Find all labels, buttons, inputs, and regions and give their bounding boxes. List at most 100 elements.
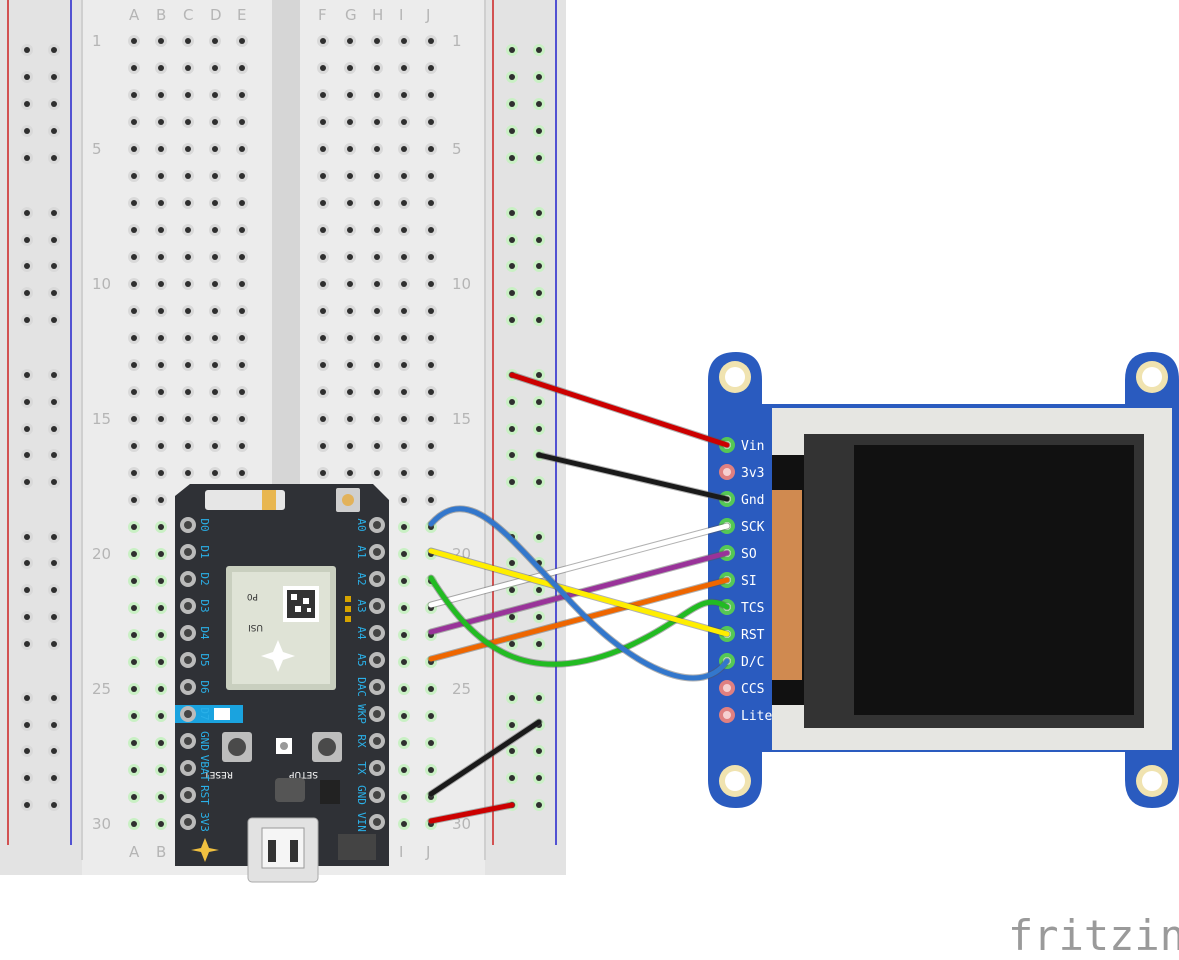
breadboard-hole-center [239,227,245,233]
breadboard-hole-center [212,254,218,260]
rail-hole-center [536,614,542,620]
setup-label: SETUP [289,769,318,779]
photon-pin-label-D5: D5 [198,653,211,666]
breadboard [0,0,566,875]
bottom-column-label-J: J [425,843,430,861]
breadboard-hole-center [131,578,137,584]
rail-hole-center [51,452,57,458]
breadboard-hole-center [131,794,137,800]
rail-hole-center [24,155,30,161]
wires [427,371,731,825]
breadboard-hole-center [185,470,191,476]
gnd-wire [536,452,730,502]
breadboard-hole-center [401,119,407,125]
breadboard-hole-center [374,308,380,314]
rail-hole-center [509,479,515,485]
rail-hole-center [24,74,30,80]
breadboard-hole-center [158,632,164,638]
breadboard-hole-center [374,200,380,206]
breadboard-hole-center [212,281,218,287]
rail-hole-center [24,722,30,728]
photon-pin-label-A4: A4 [355,626,368,640]
rail-hole-center [24,317,30,323]
rail-hole-center [24,560,30,566]
breadboard-hole-center [347,38,353,44]
breadboard-hole-center [347,416,353,422]
breadboard-hole-center [347,281,353,287]
breadboard-hole-center [428,470,434,476]
breadboard-hole-center [212,200,218,206]
breadboard-hole-center [320,173,326,179]
photon-pin-label-D3: D3 [198,599,211,612]
rail-hole-center [51,74,57,80]
breadboard-hole-center [158,443,164,449]
column-label-B: B [156,6,166,24]
breadboard-hole-center [212,443,218,449]
column-label-F: F [318,6,327,24]
photon-pin-label-D0: D0 [198,518,211,531]
breadboard-hole-center [374,119,380,125]
breadboard-hole-center [239,173,245,179]
breadboard-hole-center [239,281,245,287]
rail-hole-center [51,479,57,485]
breadboard-hole-center [212,362,218,368]
photon-pin-label-VIN: VIN [355,812,368,832]
rail-hole-center [509,748,515,754]
photon-pin-label-A2: A2 [355,572,368,585]
breadboard-hole-center [131,740,137,746]
breadboard-hole-center [131,362,137,368]
breadboard-hole-center [374,281,380,287]
rail-hole-center [24,748,30,754]
breadboard-hole-center [131,173,137,179]
rail-hole-center [24,237,30,243]
breadboard-hole-center [158,389,164,395]
breadboard-hole-center [158,605,164,611]
breadboard-hole-center [374,416,380,422]
breadboard-hole-center [320,38,326,44]
breadboard-hole-center [158,362,164,368]
breadboard-hole-center [401,254,407,260]
breadboard-hole-center [401,38,407,44]
breadboard-hole-center [185,389,191,395]
breadboard-hole-center [401,659,407,665]
rail-hole-center [536,101,542,107]
rail-hole-center [509,317,515,323]
breadboard-hole-center [131,470,137,476]
photon-pin-label-D4: D4 [198,626,211,640]
photon-pin-label-DAC: DAC [355,677,368,697]
breadboard-hole-center [158,551,164,557]
breadboard-hole-center [158,281,164,287]
rail-hole-center [24,372,30,378]
breadboard-hole-center [212,389,218,395]
sparkle-icon [191,838,219,862]
breadboard-hole-center [428,281,434,287]
module-label-p0: P0 [247,591,258,601]
breadboard-hole-center [401,524,407,530]
breadboard-hole-center [158,200,164,206]
breadboard-hole-center [158,470,164,476]
rail-hole-center [51,722,57,728]
breadboard-hole-center [158,416,164,422]
rail-hole-center [51,426,57,432]
breadboard-hole-center [374,38,380,44]
breadboard-hole-center [401,443,407,449]
rail-hole-center [536,802,542,808]
breadboard-hole-center [428,713,434,719]
breadboard-hole-center [239,92,245,98]
breadboard-hole-center [212,173,218,179]
breadboard-hole-center [158,821,164,827]
column-label-A: A [129,6,140,24]
tft-pin-label-Lite: Lite [741,709,772,724]
module-label-usi: USI [248,622,263,632]
breadboard-hole-center [185,362,191,368]
breadboard-hole-center [401,281,407,287]
breadboard-hole-center [131,443,137,449]
breadboard-hole-center [131,92,137,98]
row-label-left-25: 25 [92,680,111,698]
breadboard-hole-center [320,443,326,449]
tft-pin-label-SCK: SCK [741,520,765,535]
breadboard-hole-center [401,146,407,152]
breadboard-hole-center [428,767,434,773]
rail-hole-center [509,263,515,269]
breadboard-hole-center [374,362,380,368]
